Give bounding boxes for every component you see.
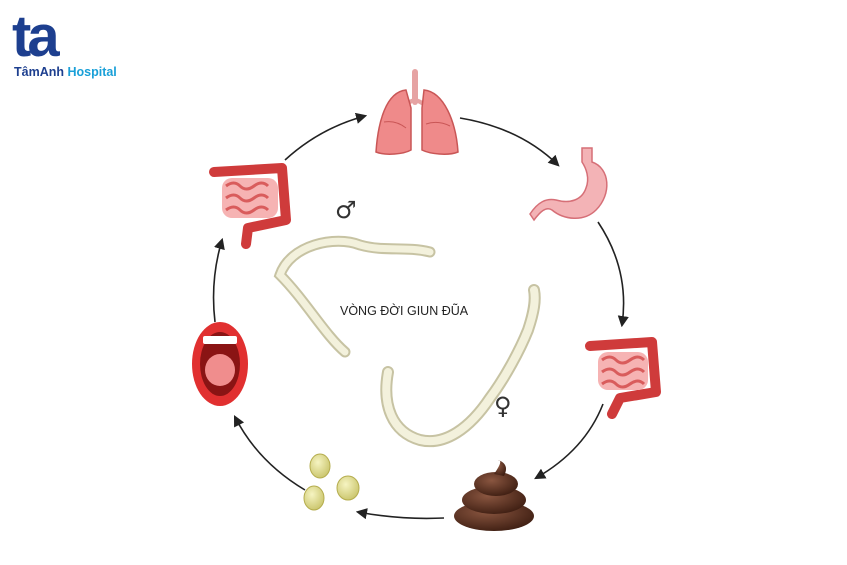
cycle-arrows [212,112,629,520]
arrow-lungs-to-stomach [459,117,560,167]
stomach-icon [529,147,608,222]
intestine-icon-right [585,337,661,419]
arrow-intestine-to-feces [534,403,604,480]
arrow-eggs-to-mouth [233,415,306,491]
female-worm [380,284,541,448]
intestine-icon-top-left [209,163,291,249]
arrow-mouth-to-intestine [212,237,225,323]
feces-icon [454,460,534,531]
lungs-icon [375,69,459,155]
hospital-logo: ta TâmAnh Hospital [12,8,127,83]
logo-name-part2: Hospital [64,65,117,79]
mouth-icon [192,322,248,406]
arrow-stomach-to-intestine [597,221,629,328]
logo-name-part1: TâmAnh [14,65,64,79]
arrow-feces-to-eggs [355,508,445,520]
male-worm [273,235,436,358]
logo-mark: ta [12,4,60,69]
diagram-title: VÒNG ĐỜI GIUN ĐŨA [340,304,469,318]
arrow-intestine-to-lungs [284,112,368,161]
female-symbol: ♀ [494,392,512,420]
male-symbol: ♂ [335,196,357,224]
eggs-icon [303,453,360,511]
logo-wordmark: TâmAnh Hospital [14,65,117,79]
